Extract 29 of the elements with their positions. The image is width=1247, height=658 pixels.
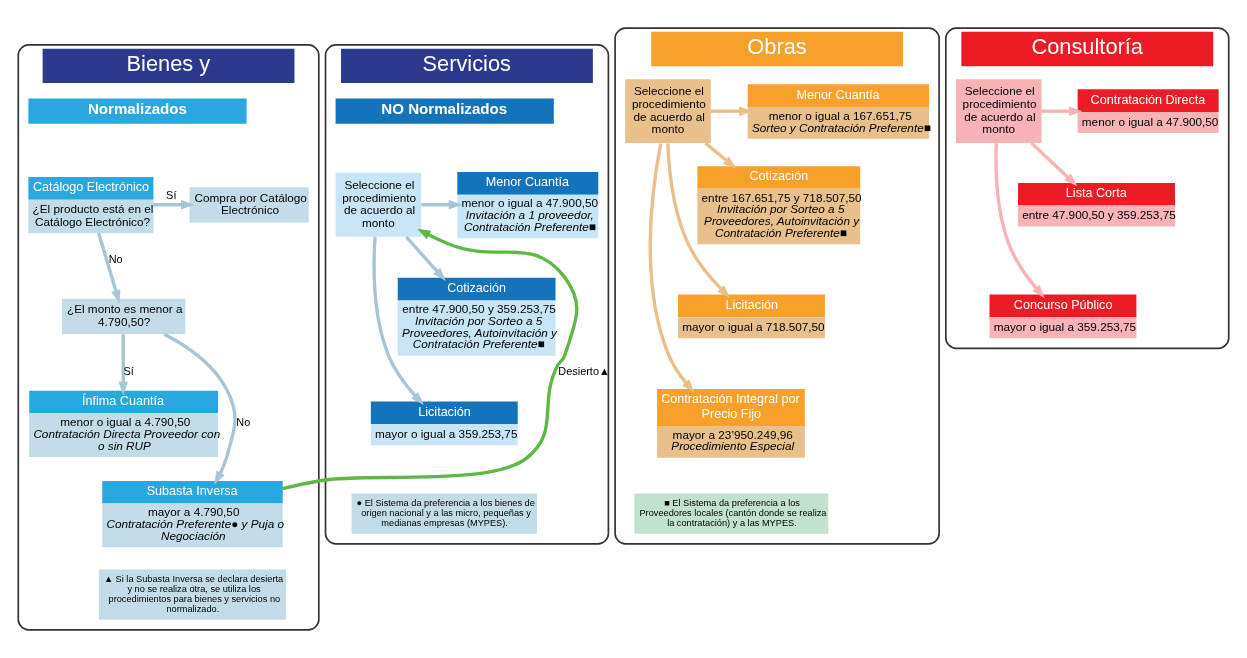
node-box: Seleccione el procedimiento de acuerdo al monto <box>335 172 422 237</box>
node-box: NO Normalizados <box>335 98 554 124</box>
arrow <box>163 332 237 485</box>
edge-label: No <box>108 253 123 266</box>
edge-label: Sí <box>166 189 177 202</box>
arrow <box>153 200 195 210</box>
node-box: Seleccione el procedimiento de acuerdo al monto <box>625 79 711 144</box>
edge-label: Sí <box>123 365 134 378</box>
arrow <box>666 143 731 298</box>
node-box: ● El Sistema da preferencia a los bienes de origen nacional y a las micro, pequeñas y medianas empresas (MYPES). <box>351 493 538 534</box>
node-box: Seleccione el procedimiento de acuerdo al monto <box>955 79 1042 144</box>
arrow <box>405 235 446 282</box>
arrow <box>282 228 579 491</box>
node-box: ¿El monto es menor a 4.790,50? <box>61 298 186 335</box>
node-box: Normalizados <box>28 98 247 124</box>
arrow <box>97 232 121 304</box>
edge-label: Desierto▲ <box>558 365 610 378</box>
arrow <box>118 334 128 396</box>
arrow <box>704 141 737 169</box>
arrow <box>994 143 1045 299</box>
arrow <box>1041 106 1083 116</box>
arrow <box>1030 141 1078 187</box>
arrow <box>372 236 424 406</box>
edge-label: No <box>236 416 251 429</box>
node-box: Compra por Catálogo Electrónico <box>189 187 309 223</box>
arrow <box>648 143 695 393</box>
node-box: ▲ Si la Subasta Inversa se declara desierta y no se realiza otra, se utiliza los procedimientos para bienes y servicios no normalizado. <box>98 569 287 620</box>
node-box: ■ El Sistema da preferencia a los Proveedores locales (cantón donde se realiza la contratación) y a las MYPES. <box>634 493 829 534</box>
arrow <box>421 200 463 210</box>
